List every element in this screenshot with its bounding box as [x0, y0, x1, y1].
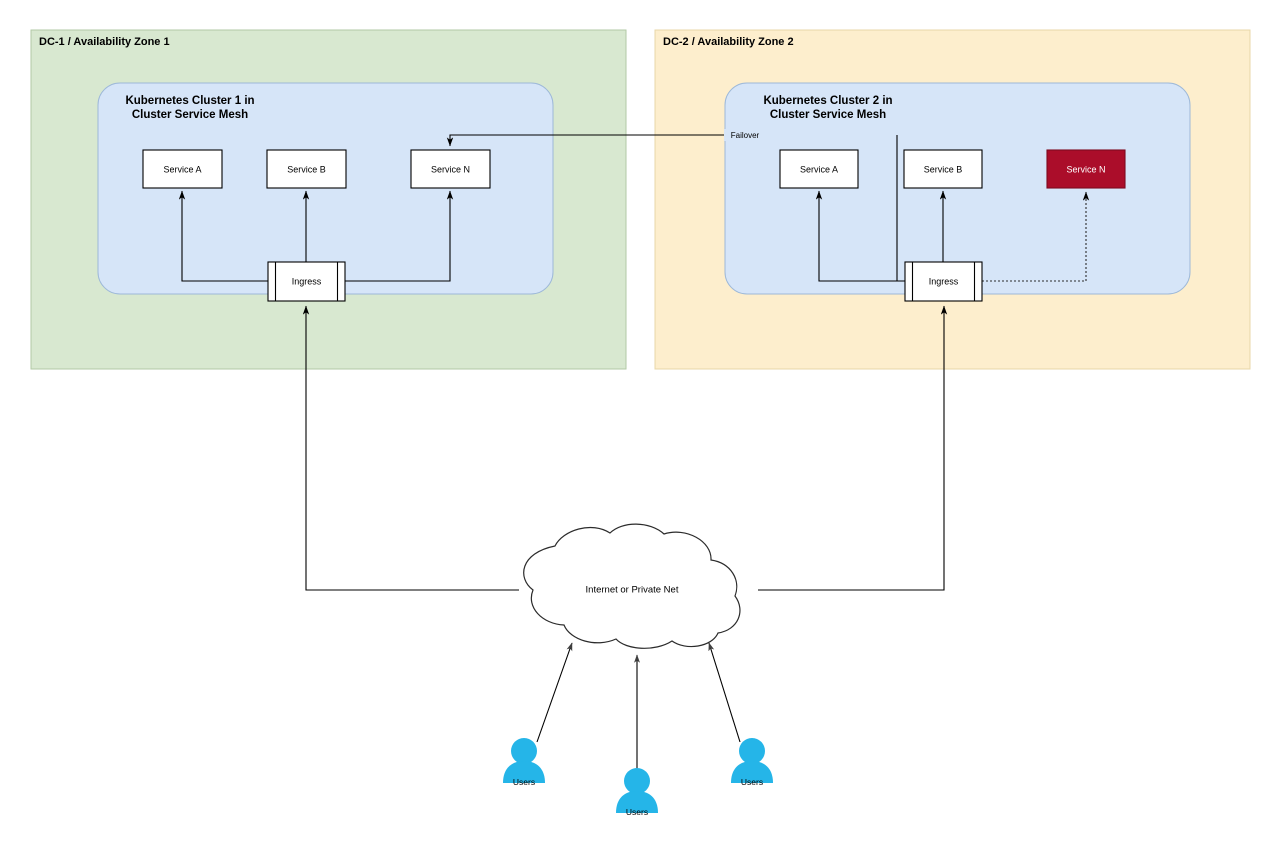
users-right-head-icon	[739, 738, 765, 764]
node-dc1-service-b-label: Service B	[287, 164, 326, 174]
node-dc1-service-n[interactable]: Service N	[410, 149, 491, 189]
zone-dc2-label: DC-2 / Availability Zone 2	[663, 36, 794, 48]
actor-users-center-label: Users	[626, 807, 648, 817]
node-dc2-ingress-box	[904, 261, 983, 302]
users-left-head-icon	[511, 738, 537, 764]
users-center-body-icon	[616, 791, 658, 813]
node-dc1-ingress-box	[267, 261, 346, 302]
edge-cloud-to-dc2-ingress	[758, 305, 948, 591]
node-dc2-service-b-label: Service B	[924, 164, 963, 174]
actor-users-left-label: Users	[513, 777, 535, 787]
cluster-2-edges	[815, 135, 1090, 282]
edge-dc2-ingress-to-failover	[896, 135, 905, 282]
node-dc2-service-n-box	[1046, 149, 1126, 189]
node-dc1-service-b[interactable]: Service B	[266, 149, 347, 189]
edge-failover-label: Failover	[731, 131, 760, 140]
edge-users-right-to-cloud	[708, 642, 741, 743]
cluster-2-title-line1: Kubernetes Cluster 2 in	[763, 95, 892, 107]
node-dc1-service-a-label: Service A	[163, 164, 201, 174]
edge-cloud-to-dc1-ingress	[302, 305, 519, 591]
zone-dc1-label: DC-1 / Availability Zone 1	[39, 36, 170, 48]
edge-dc2-ingress-to-service-a	[815, 190, 905, 282]
edge-failover-label-backing	[724, 129, 766, 141]
edge-dc1-ingress-to-service-n	[345, 190, 454, 282]
actor-users-right-label: Users	[741, 777, 763, 787]
edge-users-left-to-cloud	[536, 642, 573, 743]
node-dc2-service-n-label: Service N	[1066, 164, 1105, 174]
node-dc2-service-n-failed[interactable]: Service N	[1046, 149, 1126, 189]
node-dc2-service-b-box	[903, 149, 983, 189]
node-dc2-service-a-label: Service A	[800, 164, 838, 174]
edge-dc2-ingress-to-service-n-failed	[982, 191, 1090, 282]
cluster-2-title-line2: Cluster Service Mesh	[770, 109, 886, 121]
edges-users-to-cloud	[536, 642, 741, 772]
cluster-1-edges	[178, 190, 454, 282]
cluster-1-title-line1: Kubernetes Cluster 1 in	[125, 95, 254, 107]
actor-users-left[interactable]: Users	[503, 738, 545, 787]
actor-users-center[interactable]: Users	[616, 768, 658, 817]
edges-cloud-to-ingress	[302, 305, 948, 591]
node-dc1-service-a-box	[142, 149, 223, 189]
node-dc2-service-a-box	[779, 149, 859, 189]
node-dc1-service-b-box	[266, 149, 347, 189]
node-dc2-ingress-label: Ingress	[929, 276, 959, 286]
node-dc2-service-b[interactable]: Service B	[903, 149, 983, 189]
node-dc1-ingress-label: Ingress	[292, 276, 322, 286]
internet-cloud-shape	[523, 523, 741, 649]
node-dc1-service-n-box	[410, 149, 491, 189]
users-left-body-icon	[503, 761, 545, 783]
node-dc1-service-n-label: Service N	[431, 164, 470, 174]
node-dc1-ingress[interactable]: Ingress	[267, 261, 346, 302]
edge-dc1-ingress-to-service-a	[178, 190, 268, 282]
node-internet-cloud[interactable]: Internet or Private Net	[523, 523, 741, 649]
node-dc2-service-a[interactable]: Service A	[779, 149, 859, 189]
cluster-1-title-line2: Cluster Service Mesh	[132, 109, 248, 121]
node-dc1-service-a[interactable]: Service A	[142, 149, 223, 189]
users-center-head-icon	[624, 768, 650, 794]
users-right-body-icon	[731, 761, 773, 783]
edge-failover: Failover	[446, 129, 766, 147]
edge-failover-path	[446, 134, 765, 147]
node-dc2-ingress[interactable]: Ingress	[904, 261, 983, 302]
actor-users-right[interactable]: Users	[731, 738, 773, 787]
internet-cloud-label: Internet or Private Net	[586, 585, 679, 596]
